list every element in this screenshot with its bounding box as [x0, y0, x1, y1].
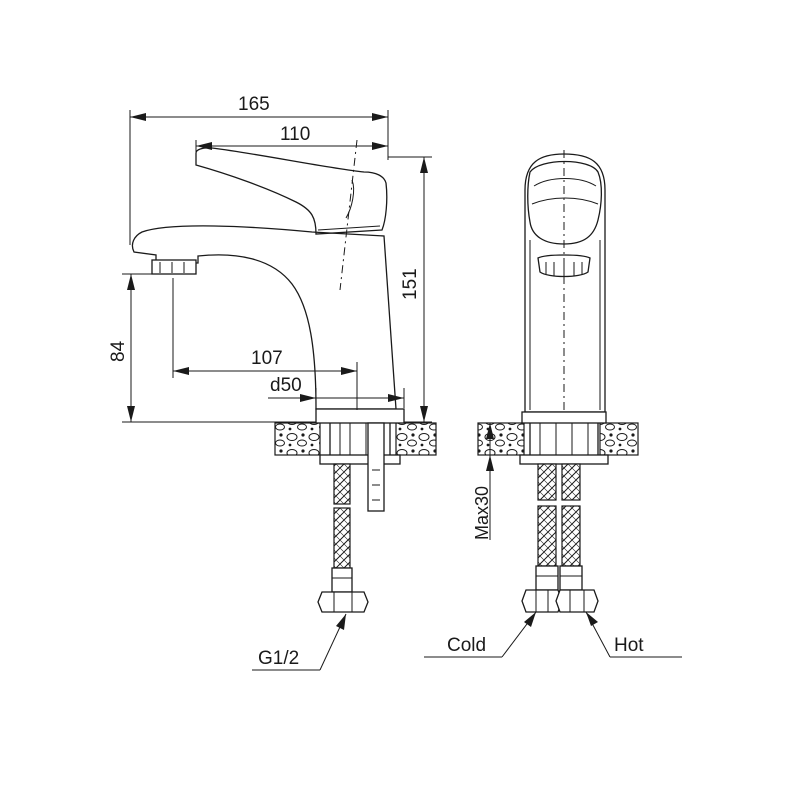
dim-spout-reach — [172, 278, 358, 410]
label-165: 165 — [238, 94, 270, 115]
label-hot: Hot — [614, 635, 644, 656]
label-cold: Cold — [447, 635, 486, 656]
base-flange-front — [521, 411, 607, 424]
base-flange-side — [315, 408, 405, 424]
lever-handle-front — [527, 160, 603, 245]
label-110: 110 — [280, 124, 310, 145]
dim-max-counter — [486, 423, 494, 540]
hex-nut-side — [317, 591, 369, 613]
dim-spout-height — [122, 273, 316, 423]
cold-hose — [537, 463, 557, 501]
leader-thread — [252, 613, 347, 671]
leader-cold — [424, 611, 537, 658]
countertop-front — [477, 422, 639, 456]
label-84: 84 — [108, 340, 129, 362]
aerator-side — [151, 259, 197, 275]
hex-nut-hot — [555, 589, 599, 613]
label-g12: G1/2 — [258, 648, 299, 669]
label-107: 107 — [251, 348, 283, 369]
leader-hot — [585, 611, 682, 658]
countertop-side — [274, 422, 437, 456]
front-view: Max30 Cold Hot — [424, 150, 682, 658]
hot-hose — [561, 463, 581, 501]
dim-handle-length — [195, 140, 388, 152]
lever-handle-side — [195, 147, 388, 235]
side-view: 165 110 151 84 — [108, 94, 437, 671]
dim-overall-length — [129, 110, 389, 245]
mounting-stud — [367, 422, 385, 512]
label-max30: Max30 — [472, 486, 492, 540]
faucet-body-front — [524, 153, 606, 413]
dim-total-height — [388, 156, 432, 423]
hex-nut-cold — [521, 589, 563, 613]
dim-base-diameter — [268, 388, 405, 408]
label-d50: d50 — [270, 375, 302, 396]
faucet-body-side — [131, 225, 397, 410]
flex-hose-side — [333, 463, 351, 505]
label-151: 151 — [400, 268, 421, 300]
